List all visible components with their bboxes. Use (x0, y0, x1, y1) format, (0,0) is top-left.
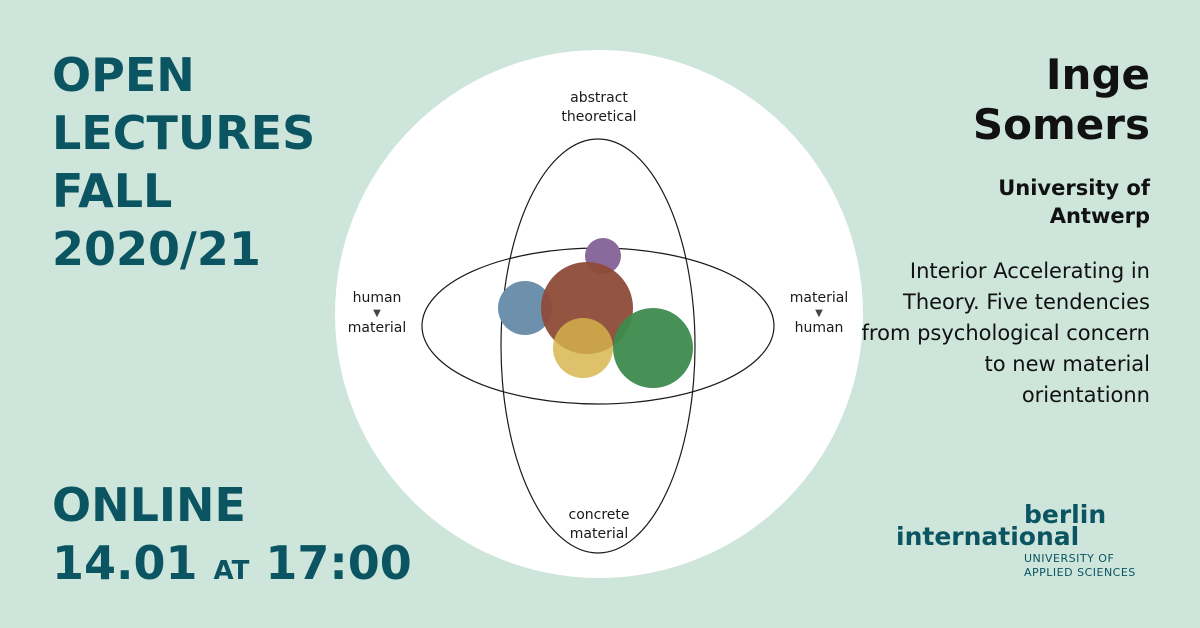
event-title-line: LECTURES (52, 106, 316, 160)
label-top: abstract theoretical (539, 89, 659, 127)
affiliation-line1: University of (998, 176, 1150, 200)
speaker-affiliation: University of Antwerp (998, 174, 1150, 230)
talk-title: Interior Accelerating in Theory. Five te… (861, 259, 1150, 407)
speaker-first-name: Inge (1045, 50, 1150, 99)
label-top-line2: theoretical (561, 109, 637, 125)
event-title-line: OPEN (52, 48, 195, 102)
label-bottom-line2: material (569, 526, 629, 542)
green-circle (613, 308, 693, 388)
label-top-line1: abstract (570, 90, 628, 106)
event-datetime: 14.01 AT 17:00 (52, 534, 412, 600)
label-right: material ▼ human (779, 289, 859, 338)
yellow-circle (553, 318, 613, 378)
label-left-line2: material (347, 320, 407, 336)
label-bottom-line1: concrete (568, 507, 630, 523)
logo-subtitle-line1: UNIVERSITY OF (1024, 552, 1115, 565)
label-right-line1: material (789, 290, 849, 306)
speaker-last-name: Somers (972, 100, 1150, 149)
vertical-ellipse (500, 138, 696, 554)
label-right-line2: human (794, 320, 844, 336)
event-at: AT (213, 556, 250, 586)
label-left-line1: human (352, 290, 402, 306)
label-bottom: concrete material (539, 506, 659, 544)
logo-berlin: berlin (1024, 500, 1107, 529)
arrow-down-icon: ▼ (815, 308, 823, 319)
logo-international: international (896, 522, 1080, 551)
event-mode: ONLINE (52, 478, 246, 532)
event-schedule: ONLINE 14.01 AT 17:00 (52, 476, 412, 600)
blue-circle (498, 281, 552, 335)
logo-subtitle-line2: APPLIED SCIENCES (1024, 566, 1136, 579)
speaker-name: Inge Somers (973, 50, 1150, 150)
event-title-line: 2020/21 (52, 222, 261, 276)
event-time: 17:00 (265, 536, 412, 590)
affiliation-line2: Antwerp (1049, 204, 1150, 228)
event-title: OPEN LECTURES FALL 2020/21 (52, 46, 315, 278)
diagram-panel: abstract theoretical concrete material h… (335, 50, 863, 578)
event-title-line: FALL (52, 164, 173, 218)
diagram-graphic (335, 50, 863, 578)
label-left: human ▼ material (337, 289, 417, 338)
logo-subtitle: UNIVERSITY OF APPLIED SCIENCES (1024, 552, 1136, 580)
event-date: 14.01 (52, 536, 198, 590)
arrow-down-icon: ▼ (373, 308, 381, 319)
university-logo: berlin international UNIVERSITY OF APPLI… (896, 502, 1156, 592)
